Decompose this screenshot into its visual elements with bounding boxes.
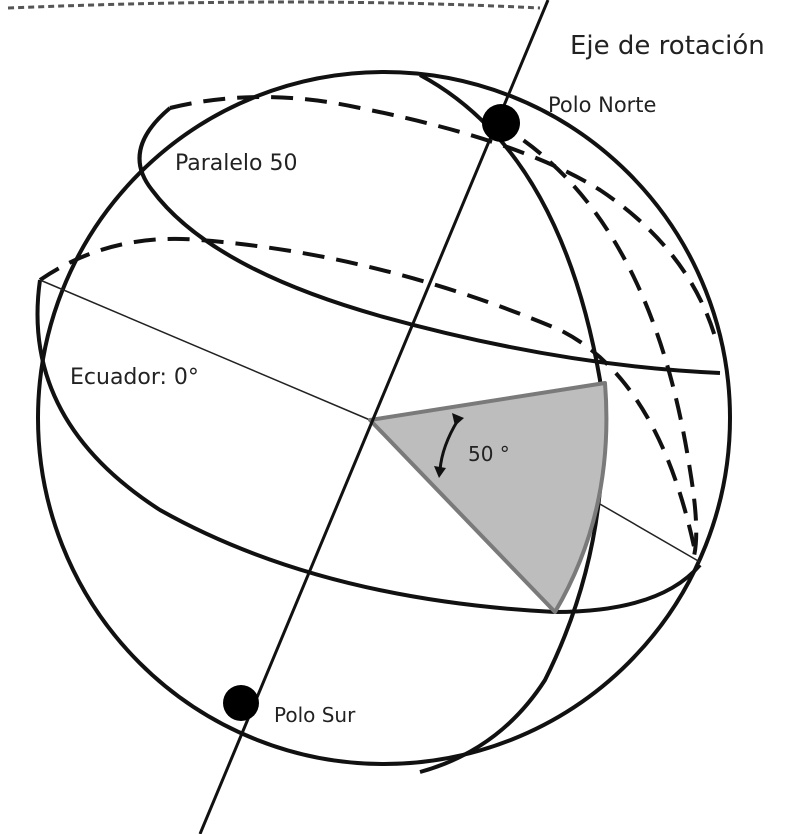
south-pole-marker — [223, 685, 259, 721]
parallel-label: Paralelo 50 — [175, 151, 298, 176]
parallel-50-back — [170, 97, 716, 340]
angle-label: 50 ° — [468, 442, 510, 466]
equator-label: Ecuador: 0° — [70, 365, 199, 390]
south-pole-label: Polo Sur — [274, 703, 356, 727]
parallel-50-front — [140, 108, 720, 373]
latitude-angle-sector — [370, 383, 606, 612]
top-edge-fragment — [8, 2, 540, 8]
axis-label: Eje de rotación — [570, 31, 765, 61]
north-pole-label: Polo Norte — [548, 93, 656, 117]
equator-radius-left — [40, 280, 370, 420]
north-pole-marker — [482, 104, 520, 142]
